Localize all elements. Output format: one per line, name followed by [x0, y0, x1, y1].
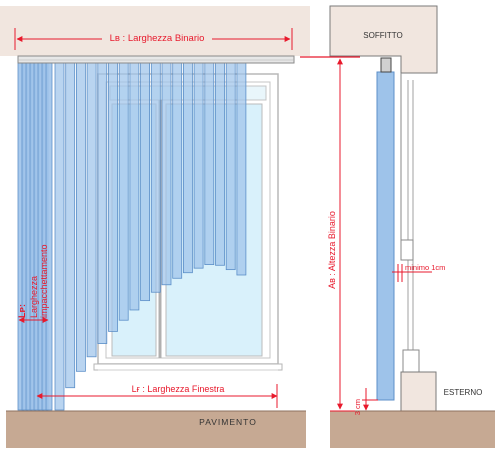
slat-23	[215, 62, 225, 266]
vertical-slats	[17, 62, 247, 411]
slat-16	[140, 62, 151, 302]
slat-9	[65, 62, 76, 389]
pack-width-label-1: Larghezza	[29, 276, 39, 318]
slat-11	[86, 62, 97, 358]
slat-12	[97, 62, 108, 344]
ceiling-label: SOFFITTO	[363, 31, 402, 40]
slat-20	[182, 62, 193, 274]
slat-25	[236, 62, 247, 276]
slat-10	[76, 62, 86, 372]
slat-14	[118, 62, 129, 321]
slat-7	[45, 62, 53, 411]
slat-17	[150, 62, 161, 293]
rail-width-dimension: Lʙ : Larghezza Binario	[14, 28, 293, 50]
slat-21	[193, 62, 204, 269]
slat-side	[376, 71, 395, 401]
pack-width-label-2: impacchettamento	[39, 244, 49, 318]
rail	[17, 55, 295, 64]
wall-profile: ESTERNO	[400, 73, 483, 412]
outside-label: ESTERNO	[444, 388, 483, 397]
floor-gap-dimension: 3 cm	[353, 388, 378, 415]
rail-height-dimension: Aʙ : Altezza Binario	[300, 56, 360, 412]
rail-width-label: Lʙ : Larghezza Binario	[110, 33, 205, 44]
slat-13	[108, 62, 118, 332]
window-width-dimension: Lғ : Larghezza Finestra	[36, 384, 278, 408]
min-gap-dimension: minimo 1cm	[392, 263, 445, 282]
floor-side	[330, 411, 495, 448]
slat-8	[54, 62, 65, 411]
slat-19	[172, 62, 183, 279]
pack-width-abbr: Lᴘ:	[17, 304, 27, 318]
rail-height-label: Aʙ : Altezza Binario	[327, 211, 337, 289]
min-gap-label: minimo 1cm	[405, 263, 445, 272]
floor-front	[6, 411, 306, 448]
floor-gap-label: 3 cm	[353, 399, 362, 415]
window-width-label: Lғ : Larghezza Finestra	[132, 384, 225, 394]
slat-22	[204, 62, 215, 265]
slat-18	[161, 62, 172, 286]
rail-side	[380, 57, 392, 73]
slat-24	[225, 62, 236, 271]
floor-label: PAVIMENTO	[199, 417, 257, 427]
pack-width-dimension: Lᴘ: Larghezza impacchettamento	[17, 244, 49, 323]
slat-15	[129, 62, 140, 311]
